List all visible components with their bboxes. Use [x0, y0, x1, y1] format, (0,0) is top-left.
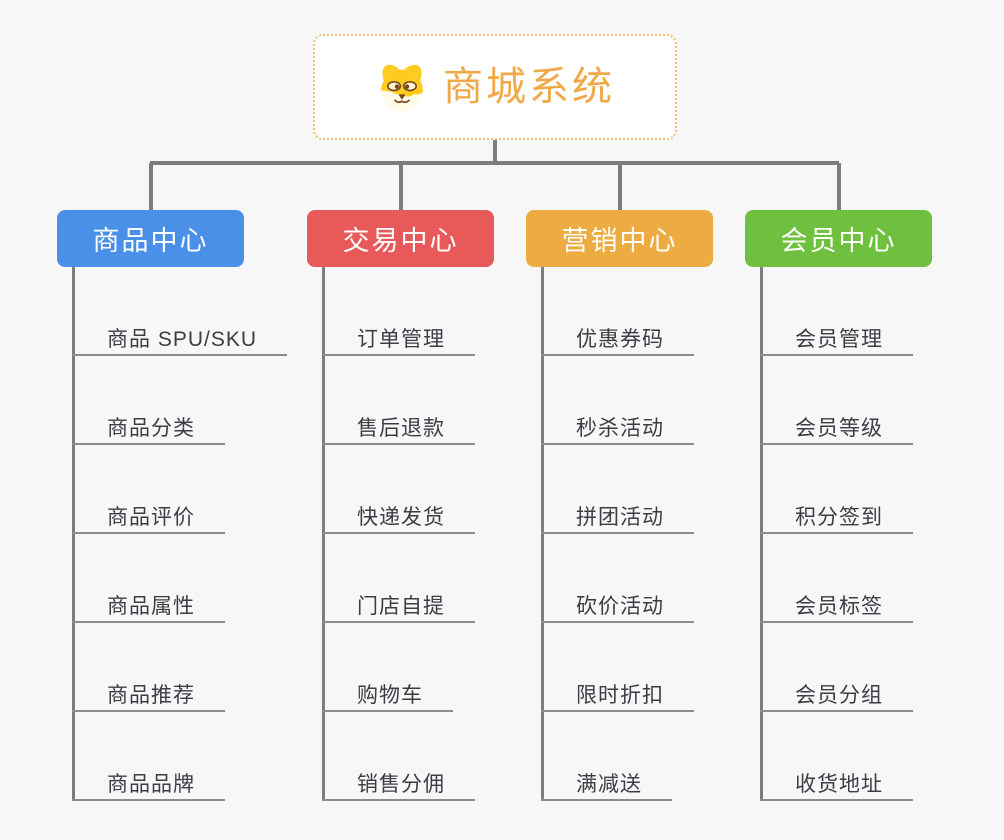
root-topic[interactable]: 商城系统: [313, 34, 677, 140]
branch-topic[interactable]: 营销中心: [526, 210, 713, 267]
leaf-topic[interactable]: 销售分佣: [322, 770, 475, 801]
leaf-topic[interactable]: 满减送: [541, 770, 672, 801]
branch-topic[interactable]: 交易中心: [307, 210, 494, 267]
connector-branch-stub: [148, 163, 153, 210]
leaf-topic[interactable]: 会员标签: [760, 592, 913, 623]
leaf-topic[interactable]: 快递发货: [322, 503, 475, 534]
leaf-topic[interactable]: 会员等级: [760, 414, 913, 445]
branch-topic[interactable]: 商品中心: [57, 210, 244, 267]
leaf-topic[interactable]: 商品属性: [72, 592, 225, 623]
connector-root-stub: [493, 140, 497, 165]
connector-branch-stub: [398, 163, 403, 210]
connector-branch-trunk: [541, 267, 544, 801]
leaf-topic[interactable]: 商品推荐: [72, 681, 225, 712]
connector-branch-trunk: [322, 267, 325, 801]
leaf-topic[interactable]: 秒杀活动: [541, 414, 694, 445]
connector-branch-stub: [836, 163, 841, 210]
leaf-topic[interactable]: 积分签到: [760, 503, 913, 534]
leaf-topic[interactable]: 购物车: [322, 681, 453, 712]
leaf-topic[interactable]: 限时折扣: [541, 681, 694, 712]
connector-branch-stub: [617, 163, 622, 210]
connector-horizontal-bar: [150, 161, 839, 165]
leaf-topic[interactable]: 砍价活动: [541, 592, 694, 623]
leaf-topic[interactable]: 商品 SPU/SKU: [72, 325, 288, 356]
leaf-topic[interactable]: 售后退款: [322, 414, 475, 445]
leaf-topic[interactable]: 商品分类: [72, 414, 225, 445]
connector-branch-trunk: [760, 267, 763, 801]
leaf-topic[interactable]: 订单管理: [322, 325, 475, 356]
dog-face-icon: [375, 62, 429, 112]
leaf-topic[interactable]: 会员分组: [760, 681, 913, 712]
root-topic-title: 商城系统: [443, 65, 615, 109]
leaf-topic[interactable]: 门店自提: [322, 592, 475, 623]
leaf-topic[interactable]: 会员管理: [760, 325, 913, 356]
branch-topic[interactable]: 会员中心: [745, 210, 932, 267]
connector-branch-trunk: [72, 267, 75, 801]
leaf-topic[interactable]: 收货地址: [760, 770, 913, 801]
leaf-topic[interactable]: 商品评价: [72, 503, 225, 534]
leaf-topic[interactable]: 拼团活动: [541, 503, 694, 534]
leaf-topic[interactable]: 商品品牌: [72, 770, 225, 801]
leaf-topic[interactable]: 优惠券码: [541, 325, 694, 356]
